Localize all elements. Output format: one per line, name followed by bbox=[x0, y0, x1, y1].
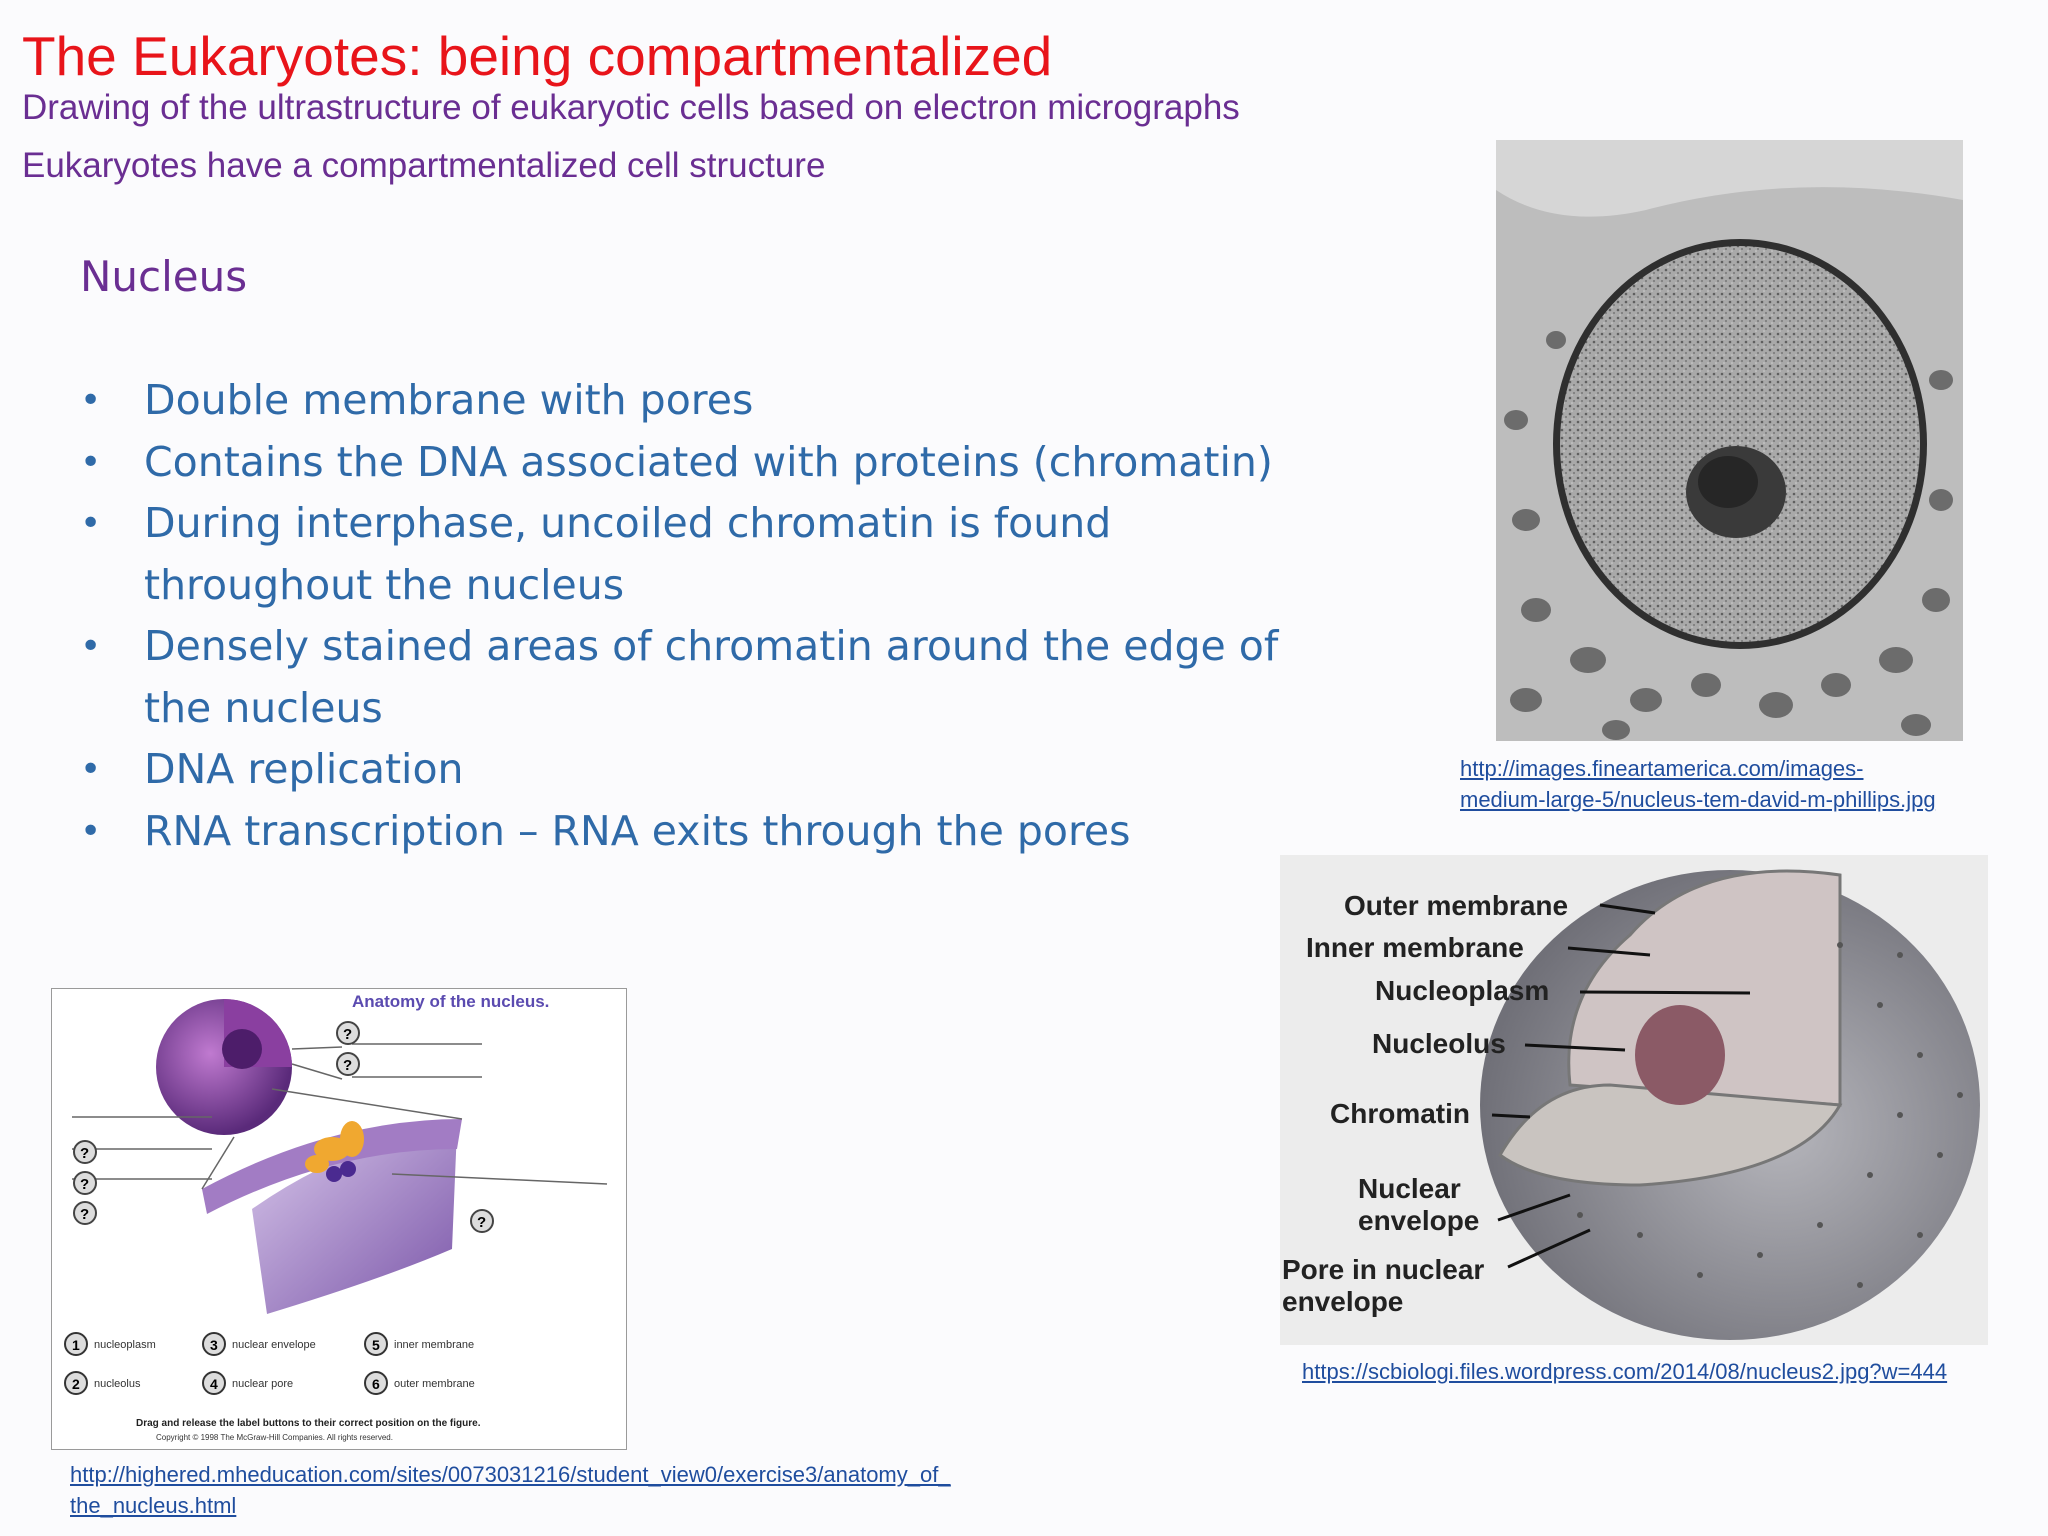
diagram-source-link[interactable]: https://scbiologi.files.wordpress.com/20… bbox=[1302, 1359, 1948, 1384]
link-line[interactable]: the_nucleus.html bbox=[70, 1493, 237, 1518]
anatomy-title: Anatomy of the nucleus. bbox=[352, 992, 549, 1011]
bullet-dot-icon: • bbox=[80, 503, 102, 544]
bullet-text: Contains the DNA associated with protein… bbox=[144, 437, 1273, 486]
cutaway-drawing: Outer membrane Inner membrane Nucleoplas… bbox=[1282, 869, 1980, 1340]
svg-text:6: 6 bbox=[372, 1376, 380, 1392]
label-key-5[interactable]: 5 inner membrane bbox=[364, 1332, 474, 1356]
label-pore: Pore in nuclear bbox=[1282, 1254, 1484, 1285]
svg-text:?: ? bbox=[80, 1176, 89, 1193]
svg-text:?: ? bbox=[477, 1214, 486, 1231]
svg-text:?: ? bbox=[343, 1057, 352, 1074]
anatomy-copyright: Copyright © 1998 The McGraw-Hill Compani… bbox=[156, 1433, 393, 1442]
nucleus-cutaway-diagram: Outer membrane Inner membrane Nucleoplas… bbox=[1280, 855, 1988, 1345]
svg-text:outer membrane: outer membrane bbox=[394, 1378, 475, 1390]
bullet-item: • RNA transcription – RNA exits through t… bbox=[80, 801, 1330, 863]
slide-subtitle: Drawing of the ultrastructure of eukaryo… bbox=[22, 88, 1240, 127]
label-chromatin: Chromatin bbox=[1330, 1098, 1470, 1129]
bullet-text-cont: throughout the nucleus bbox=[144, 560, 625, 609]
slide-subtitle-2: Eukaryotes have a compartmentalized cell… bbox=[22, 146, 826, 185]
label-nuclear-envelope-2: envelope bbox=[1358, 1205, 1479, 1236]
svg-text:1: 1 bbox=[72, 1337, 80, 1353]
svg-text:nucleoplasm: nucleoplasm bbox=[94, 1339, 156, 1351]
bullet-text: During interphase, uncoiled chromatin is… bbox=[144, 499, 1112, 547]
link-line[interactable]: http://highered.mheducation.com/sites/00… bbox=[70, 1462, 951, 1487]
nucleus-tem-micrograph bbox=[1496, 140, 1963, 741]
bullet-list: • Double membrane with pores • Contains th… bbox=[80, 370, 1330, 862]
bullet-item: • During interphase, uncoiled chromatin i… bbox=[80, 493, 1330, 616]
svg-text:nucleolus: nucleolus bbox=[94, 1378, 141, 1390]
label-nucleolus: Nucleolus bbox=[1372, 1028, 1506, 1059]
svg-text:?: ? bbox=[80, 1206, 89, 1223]
label-nuclear-envelope: Nuclear bbox=[1358, 1173, 1461, 1204]
anatomy-source-link[interactable]: http://highered.mheducation.com/sites/00… bbox=[70, 1459, 951, 1521]
bullet-text: RNA transcription – RNA exits through th… bbox=[144, 806, 1131, 855]
label-nucleoplasm: Nucleoplasm bbox=[1375, 975, 1549, 1006]
question-button[interactable]: ? bbox=[73, 1201, 97, 1225]
bullet-item: • DNA replication bbox=[80, 739, 1330, 801]
bullet-text: Double membrane with pores bbox=[144, 376, 754, 424]
bullet-dot-icon: • bbox=[80, 810, 102, 852]
bullet-text: Densely stained areas of chromatin aroun… bbox=[144, 622, 1279, 670]
bullet-item: • Double membrane with pores bbox=[80, 370, 1330, 432]
label-key-3[interactable]: 3 nuclear envelope bbox=[202, 1332, 316, 1356]
link-line[interactable]: medium-large-5/nucleus-tem-david-m-phill… bbox=[1460, 787, 1936, 812]
bullet-dot-icon: • bbox=[80, 441, 102, 483]
bullet-dot-icon: • bbox=[80, 380, 102, 421]
tem-source-link[interactable]: http://images.fineartamerica.com/images-… bbox=[1460, 753, 1936, 815]
anatomy-exercise-image: Anatomy of the nucleus. ? ? ? bbox=[51, 988, 627, 1450]
question-button[interactable]: ? bbox=[73, 1140, 97, 1164]
section-heading: Nucleus bbox=[80, 252, 248, 301]
micrograph-drawing bbox=[1496, 140, 1963, 741]
label-key-1[interactable]: 1 nucleoplasm bbox=[64, 1332, 156, 1356]
svg-text:3: 3 bbox=[210, 1337, 218, 1353]
anatomy-drawing: Anatomy of the nucleus. ? ? ? bbox=[64, 992, 608, 1442]
bullet-item: • Contains the DNA associated with protei… bbox=[80, 432, 1330, 494]
svg-text:nuclear envelope: nuclear envelope bbox=[232, 1339, 316, 1351]
svg-text:inner membrane: inner membrane bbox=[394, 1339, 474, 1351]
svg-text:?: ? bbox=[80, 1145, 89, 1162]
bullet-dot-icon: • bbox=[80, 626, 102, 667]
anatomy-instruction: Drag and release the label buttons to th… bbox=[136, 1418, 481, 1429]
bullet-item: • Densely stained areas of chromatin arou… bbox=[80, 616, 1330, 739]
slide-title: The Eukaryotes: being compartmentalized bbox=[22, 25, 1053, 87]
svg-text:2: 2 bbox=[72, 1376, 80, 1392]
svg-text:?: ? bbox=[343, 1026, 352, 1043]
label-key-4[interactable]: 4 nuclear pore bbox=[202, 1371, 293, 1395]
svg-text:4: 4 bbox=[210, 1376, 218, 1392]
bullet-text: DNA replication bbox=[144, 745, 464, 793]
svg-text:5: 5 bbox=[372, 1337, 380, 1353]
question-button[interactable]: ? bbox=[336, 1052, 360, 1076]
label-inner-membrane: Inner membrane bbox=[1306, 932, 1524, 963]
question-button[interactable]: ? bbox=[336, 1021, 360, 1045]
link-line[interactable]: http://images.fineartamerica.com/images- bbox=[1460, 756, 1864, 781]
bullet-text-cont: the nucleus bbox=[144, 683, 383, 732]
svg-text:nuclear pore: nuclear pore bbox=[232, 1378, 293, 1390]
label-key-6[interactable]: 6 outer membrane bbox=[364, 1371, 475, 1395]
question-button[interactable]: ? bbox=[470, 1209, 494, 1233]
label-outer-membrane: Outer membrane bbox=[1344, 890, 1568, 921]
bullet-dot-icon: • bbox=[80, 749, 102, 790]
label-key-2[interactable]: 2 nucleolus bbox=[64, 1371, 141, 1395]
question-button[interactable]: ? bbox=[73, 1171, 97, 1195]
label-pore-2: envelope bbox=[1282, 1286, 1403, 1317]
